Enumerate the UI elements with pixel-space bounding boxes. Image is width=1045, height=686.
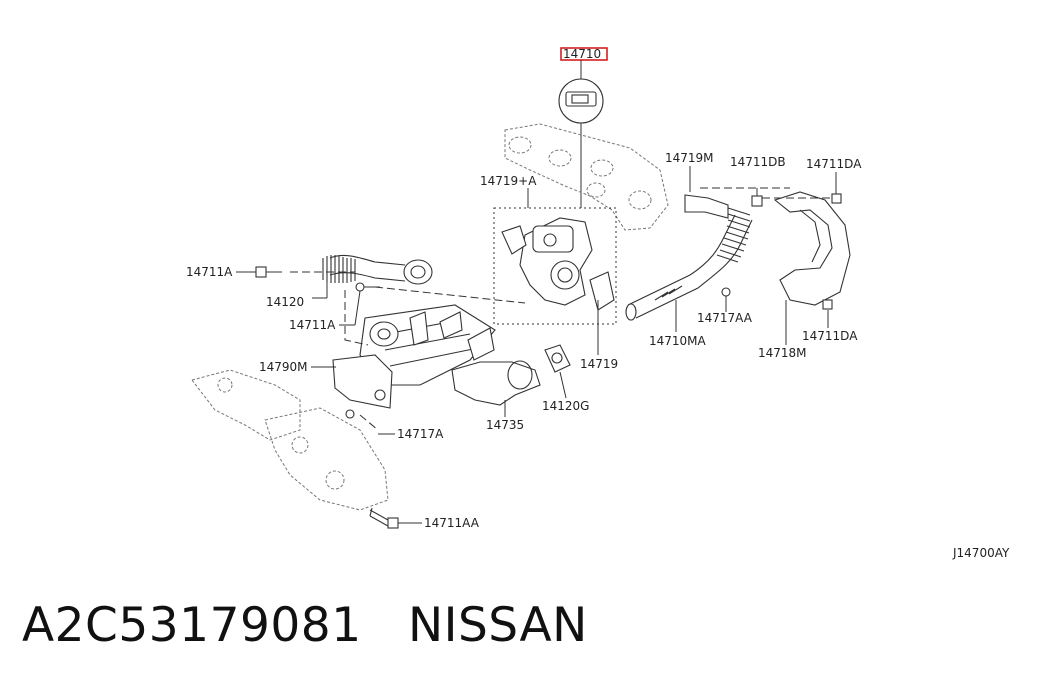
bolt-14717a — [345, 409, 355, 419]
callout-14710ma[interactable]: 14710MA — [649, 334, 707, 348]
outlet-pipe-14735 — [451, 344, 571, 406]
egr-pipe-14710ma — [625, 194, 753, 332]
callout-14711da-bottom[interactable]: 14711DA — [802, 329, 858, 343]
bolt-14711db — [751, 188, 763, 207]
bolt-14711a-mid — [355, 282, 380, 292]
bolt-14717aa — [721, 287, 731, 297]
callout-14711db[interactable]: 14711DB — [730, 155, 786, 169]
egr-tube-14120 — [312, 254, 433, 299]
callout-14735[interactable]: 14735 — [486, 418, 524, 432]
egr-valve — [493, 207, 617, 355]
sensor-detail — [558, 78, 604, 208]
callout-14711da-top[interactable]: 14711DA — [806, 157, 862, 171]
bolt-14711da-top — [831, 193, 842, 204]
callout-14717a[interactable]: 14717A — [397, 427, 444, 441]
part-caption: A2C53179081 NISSAN — [22, 598, 588, 653]
callout-14710[interactable]: 14710 — [563, 47, 601, 61]
bolt-14711a-left — [255, 266, 282, 278]
highlight-box[interactable] — [560, 47, 608, 61]
diagram-code: J14700AY — [952, 546, 1010, 560]
callout-14711aa[interactable]: 14711AA — [424, 516, 480, 530]
callout-14120g[interactable]: 14120G — [542, 399, 589, 413]
callout-14711a-left[interactable]: 14711A — [186, 265, 233, 279]
bolt-14711aa — [369, 507, 399, 529]
callout-14719a[interactable]: 14719+A — [480, 174, 537, 188]
callout-14711a-mid[interactable]: 14711A — [289, 318, 336, 332]
callout-14719m[interactable]: 14719M — [665, 151, 714, 165]
brand-name: NISSAN — [407, 598, 588, 653]
callout-14719[interactable]: 14719 — [580, 357, 618, 371]
callout-14790m[interactable]: 14790M — [259, 360, 308, 374]
callout-14718m[interactable]: 14718M — [758, 346, 807, 360]
part-number: A2C53179081 — [22, 598, 362, 653]
callout-14717aa[interactable]: 14717AA — [697, 311, 753, 325]
bracket-14790m — [332, 354, 393, 409]
heat-shield-14718m — [773, 191, 851, 306]
callout-14120[interactable]: 14120 — [266, 295, 304, 309]
egr-cooler — [359, 304, 496, 386]
bolt-14711da-bottom — [822, 299, 833, 310]
engine-block — [191, 369, 389, 511]
exhaust-manifold — [504, 123, 669, 231]
